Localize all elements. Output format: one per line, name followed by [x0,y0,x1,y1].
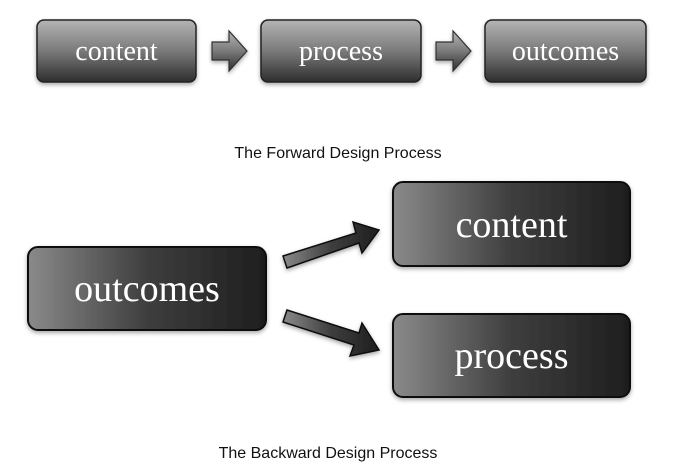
forward-arrow-icon [211,29,248,73]
forward-box-outcomes: outcomes [484,19,647,83]
forward-arrow-icon [435,29,472,73]
backward-arrow-up-icon [282,220,381,269]
box-label: process [455,335,569,377]
backward-design-process: outcomes content process The Backward De… [27,181,631,462]
forward-box-process: process [260,19,422,83]
backward-box-process: process [392,313,631,398]
box-label: process [299,36,383,67]
backward-caption: The Backward Design Process [219,445,438,462]
backward-box-outcomes: outcomes [27,246,267,331]
forward-caption: The Forward Design Process [234,145,441,162]
box-label: outcomes [512,36,619,67]
forward-box-content: content [36,19,197,83]
box-label: content [456,204,568,246]
forward-design-process: content process outcomes The Forward Des… [36,19,647,162]
backward-arrow-down-icon [282,309,381,358]
box-label: content [75,36,158,67]
box-label: outcomes [74,268,220,310]
backward-box-content: content [392,181,631,267]
